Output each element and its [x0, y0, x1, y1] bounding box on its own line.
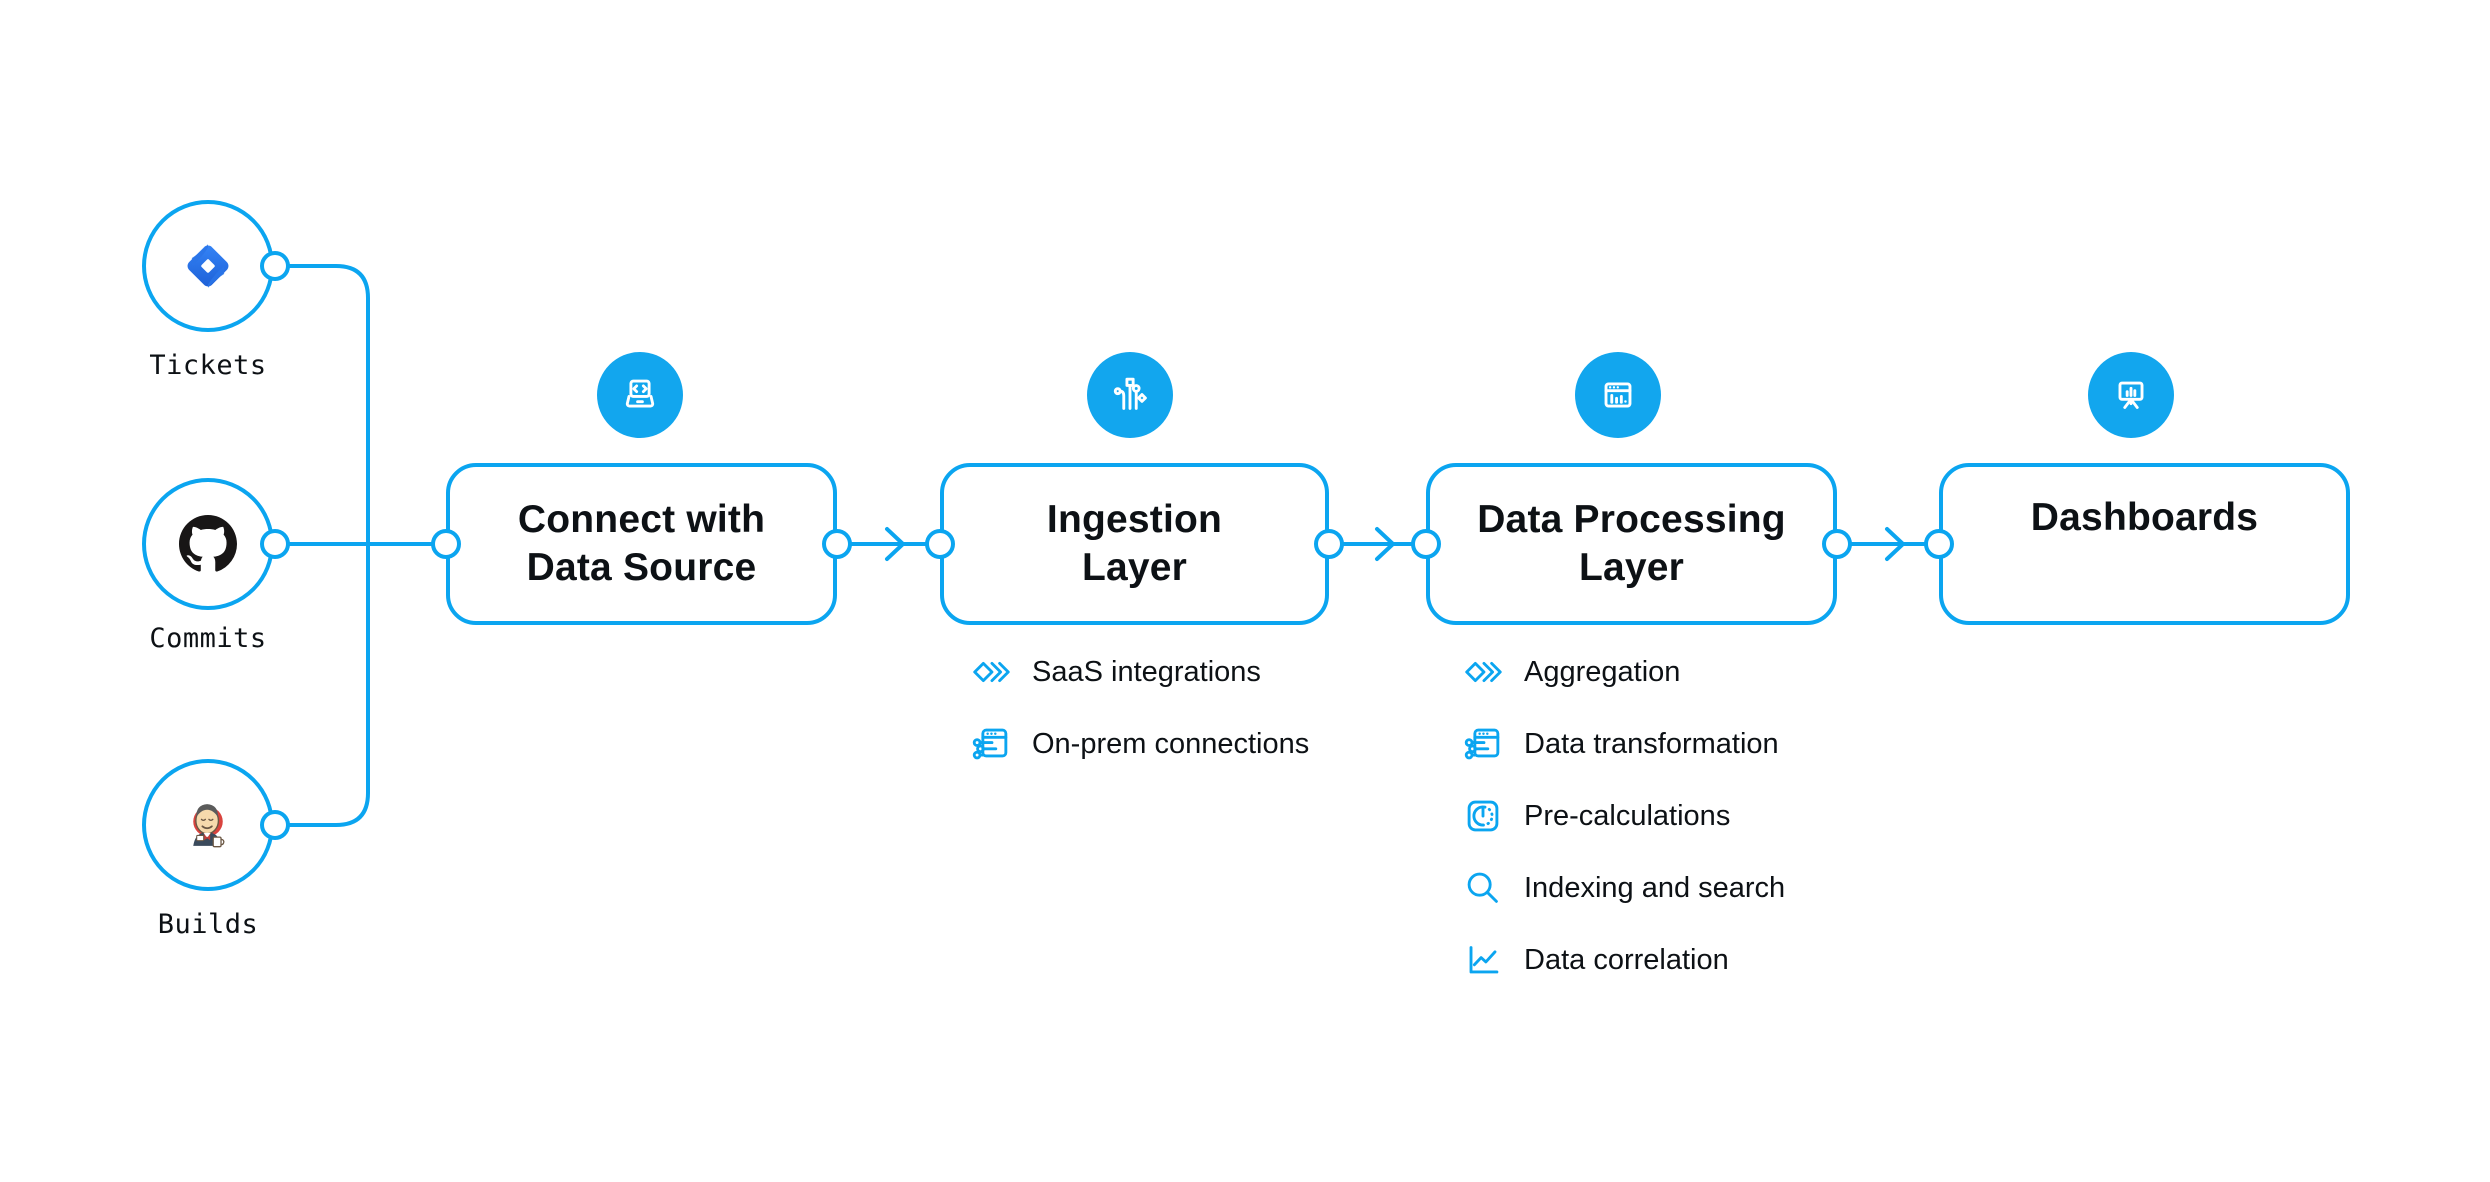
feature-item: Data transformation: [1460, 708, 1785, 780]
source-label-commits: Commits: [149, 623, 267, 654]
diamonds-icon: [1460, 649, 1506, 695]
window-connections-icon: [968, 721, 1014, 767]
source-circle-tickets: [142, 200, 274, 332]
ingestion-feature-list: SaaS integrations On-prem connections: [968, 636, 1309, 780]
stage-title: Connect with Data Source: [517, 498, 766, 589]
processing-feature-list: Aggregation Data transformation: [1460, 636, 1785, 996]
arrowhead-2: [1375, 527, 1395, 561]
source-label-tickets: Tickets: [149, 350, 267, 381]
feature-label: Data transformation: [1524, 727, 1779, 760]
stage-title: Dashboards: [2030, 496, 2259, 539]
diamonds-icon: [968, 649, 1014, 695]
feature-label: SaaS integrations: [1032, 655, 1261, 688]
feature-label: Aggregation: [1524, 655, 1681, 688]
jira-icon: [187, 244, 229, 288]
feature-item: SaaS integrations: [968, 636, 1309, 708]
window-connections-icon: [1460, 721, 1506, 767]
source-label-builds: Builds: [157, 909, 259, 940]
stage-badge-connect: [597, 352, 683, 438]
presentation-chart-icon: [2118, 381, 2144, 409]
arrowhead-3: [1885, 527, 1905, 561]
bracket-line: [286, 264, 370, 827]
laptop-code-icon: [625, 379, 655, 408]
stage-box-ingestion-layer: Ingestion Layer: [940, 463, 1329, 625]
feature-label: On-prem connections: [1032, 727, 1310, 760]
stage-box-data-processing-layer: Data Processing Layer: [1426, 463, 1837, 625]
ingest-circuit-icon: [1113, 377, 1147, 410]
stage-badge-dashboards: [2088, 352, 2174, 438]
stage-badge-ingestion: [1087, 352, 1173, 438]
feature-item: Indexing and search: [1460, 852, 1785, 924]
stage-box-dashboards: Dashboards: [1939, 463, 2350, 625]
feature-item: Data correlation: [1460, 924, 1785, 996]
stage-badge-processing: [1575, 352, 1661, 438]
feature-item: On-prem connections: [968, 708, 1309, 780]
arrowhead-1: [885, 527, 905, 561]
line-chart-icon: [1460, 937, 1506, 983]
source-circle-builds: [142, 759, 274, 891]
feature-label: Data correlation: [1524, 943, 1729, 976]
feature-item: Aggregation: [1460, 636, 1785, 708]
stage-title: Data Processing Layer: [1477, 498, 1786, 589]
stage-box-connect-with-data-source: Connect with Data Source: [446, 463, 837, 625]
window-chart-icon: [1604, 382, 1632, 408]
feature-item: Pre-calculations: [1460, 780, 1785, 852]
stage-title: Ingestion Layer: [1046, 498, 1223, 589]
feature-label: Pre-calculations: [1524, 799, 1731, 832]
jenkins-icon: [193, 804, 225, 848]
gauge-icon: [1460, 793, 1506, 839]
github-icon: [179, 515, 237, 572]
source-circle-commits: [142, 478, 274, 610]
feature-label: Indexing and search: [1524, 871, 1786, 904]
search-icon: [1460, 865, 1506, 911]
